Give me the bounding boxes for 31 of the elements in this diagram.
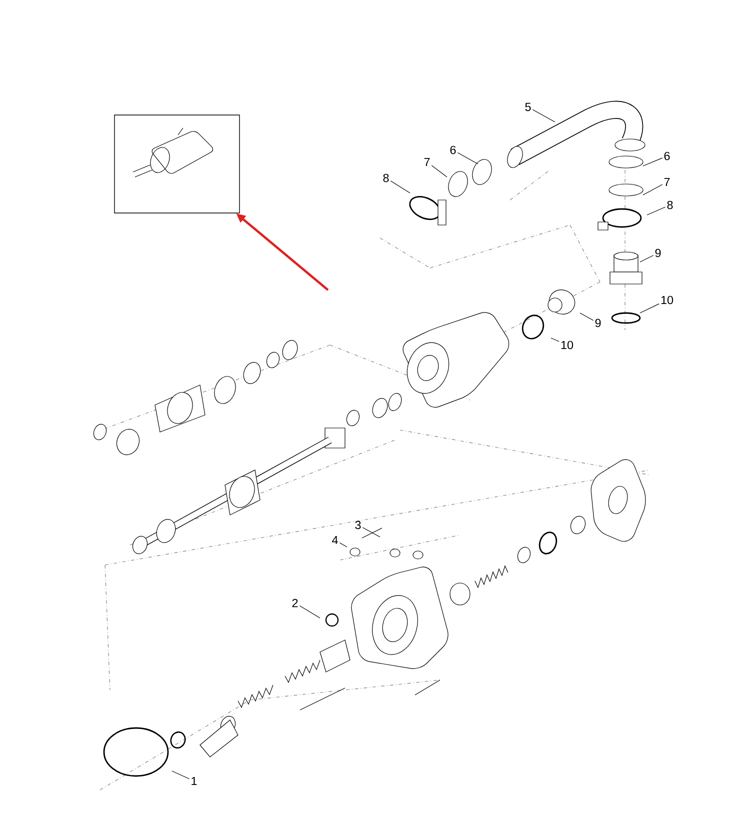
callout-number: 1 bbox=[192, 776, 197, 786]
inset-frame bbox=[114, 114, 240, 214]
leader-line bbox=[390, 180, 410, 194]
callout-number: 5 bbox=[525, 102, 531, 112]
leader-line bbox=[550, 338, 560, 342]
leader-line bbox=[642, 158, 663, 166]
callout-number: 6 bbox=[664, 152, 670, 160]
leader-line bbox=[299, 606, 320, 618]
leader-line bbox=[580, 312, 594, 321]
callout-number: 4 bbox=[332, 536, 338, 544]
leader-line bbox=[640, 304, 660, 314]
callout-number: 3 bbox=[355, 520, 361, 530]
leader-line bbox=[642, 184, 663, 196]
callout-number: 8 bbox=[667, 200, 673, 210]
leader-line bbox=[172, 770, 190, 780]
leader-line bbox=[646, 206, 666, 216]
leader-line bbox=[339, 542, 348, 548]
callout-number: 8 bbox=[383, 174, 389, 182]
callout-number: 7 bbox=[424, 158, 430, 166]
callout-number: 10 bbox=[561, 340, 574, 350]
leader-line bbox=[457, 152, 478, 164]
leader-line bbox=[532, 109, 556, 122]
callout-number: 2 bbox=[292, 598, 298, 608]
callout-number: 9 bbox=[595, 318, 601, 328]
leader-line bbox=[431, 165, 448, 178]
callout-number: 10 bbox=[661, 296, 674, 304]
callout-number: 9 bbox=[655, 248, 661, 258]
leader-line bbox=[362, 527, 380, 538]
callout-number: 6 bbox=[450, 146, 456, 154]
leader-line bbox=[640, 255, 654, 262]
callout-number: 7 bbox=[664, 178, 670, 186]
